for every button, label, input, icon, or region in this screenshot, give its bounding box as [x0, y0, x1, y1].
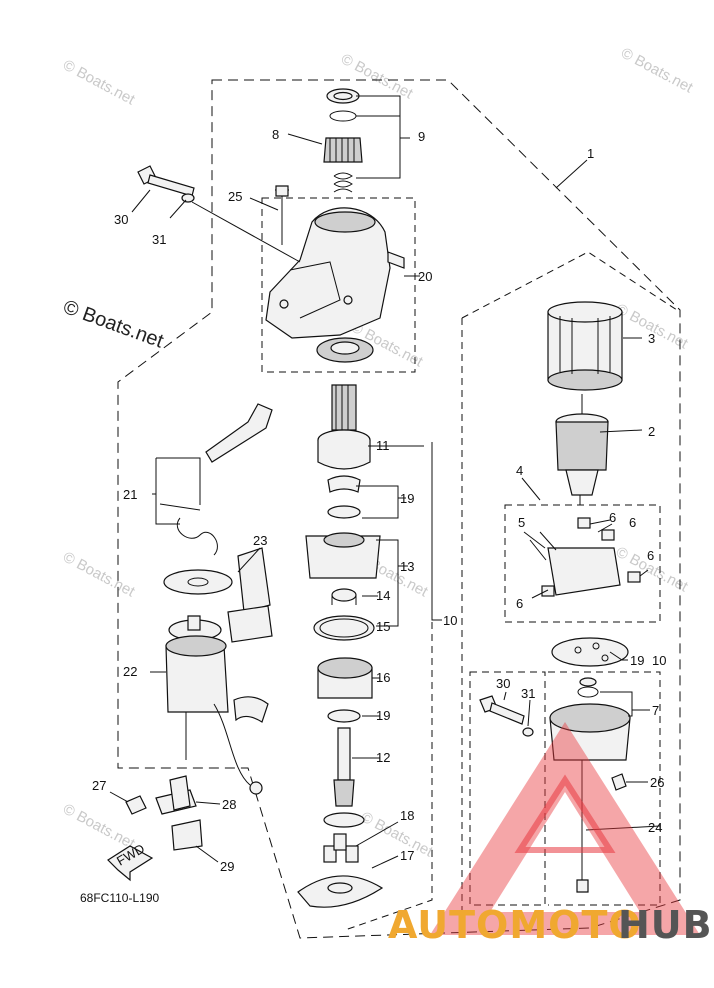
callout-19: 19	[376, 708, 390, 723]
callout-12: 12	[376, 750, 390, 765]
watermark: © Boats.net	[618, 45, 696, 97]
brand-name-part1: AUTOMOTO	[388, 903, 642, 947]
callout-21: 21	[123, 487, 137, 502]
callout-28: 28	[222, 797, 236, 812]
callout-numbers: 1 2 3 4 5 6 6 6 6 7 8 9 10 10 11 12 13 1…	[92, 127, 666, 874]
callout-23: 23	[253, 533, 267, 548]
callout-31: 31	[521, 686, 535, 701]
callout-14: 14	[376, 588, 390, 603]
callout-26: 26	[650, 775, 664, 790]
callout-7: 7	[652, 703, 659, 718]
callout-18: 18	[400, 808, 414, 823]
callout-10: 10	[652, 653, 666, 668]
brand-name-part2: HUB	[618, 903, 713, 947]
watermark: © Boats.net	[358, 809, 436, 861]
callout-24: 24	[648, 820, 662, 835]
leader-lines	[109, 95, 661, 869]
callout-13: 13	[400, 559, 414, 574]
watermark: © Boats.net	[60, 801, 138, 853]
callout-19: 19	[630, 653, 644, 668]
callout-9: 9	[418, 129, 425, 144]
callout-29: 29	[220, 859, 234, 874]
callout-1: 1	[587, 146, 594, 161]
through-bolt-top	[137, 165, 301, 263]
front-bracket-housing	[265, 185, 405, 363]
callout-20: 20	[418, 269, 432, 284]
callout-2: 2	[648, 424, 655, 439]
watermark: © Boats.net	[60, 549, 138, 601]
brand-logo: AUTOMOTO HUB	[388, 722, 713, 947]
callout-15: 15	[376, 619, 390, 634]
callout-25: 25	[228, 189, 242, 204]
motor-group	[529, 301, 641, 893]
callout-4: 4	[516, 463, 523, 478]
callout-6: 6	[629, 515, 636, 530]
callout-16: 16	[376, 670, 390, 685]
callout-5: 5	[518, 515, 525, 530]
callout-8: 8	[272, 127, 279, 142]
assembly-boundaries	[117, 79, 681, 939]
callout-31: 31	[152, 232, 166, 247]
callout-27: 27	[92, 778, 106, 793]
callout-6: 6	[647, 548, 654, 563]
brand-triangle-icon	[430, 722, 700, 935]
callout-6: 6	[516, 596, 523, 611]
solenoid-group	[159, 403, 273, 795]
callout-17: 17	[400, 848, 414, 863]
callout-3: 3	[648, 331, 655, 346]
callout-30: 30	[496, 676, 510, 691]
pinion-stopper-group	[323, 88, 363, 193]
callout-11: 11	[376, 438, 390, 453]
watermark-large: © Boats.net	[60, 296, 166, 353]
callout-6: 6	[609, 510, 616, 525]
callout-22: 22	[123, 664, 137, 679]
shaft-stack	[297, 384, 384, 908]
watermark: © Boats.net	[60, 57, 138, 109]
callout-19: 19	[400, 491, 414, 506]
diagram-code: 68FC110-L190	[80, 891, 159, 905]
callout-30: 30	[114, 212, 128, 227]
small-parts-left: FWD	[107, 775, 203, 882]
through-bolt-lower	[479, 695, 534, 737]
callout-10: 10	[443, 613, 457, 628]
